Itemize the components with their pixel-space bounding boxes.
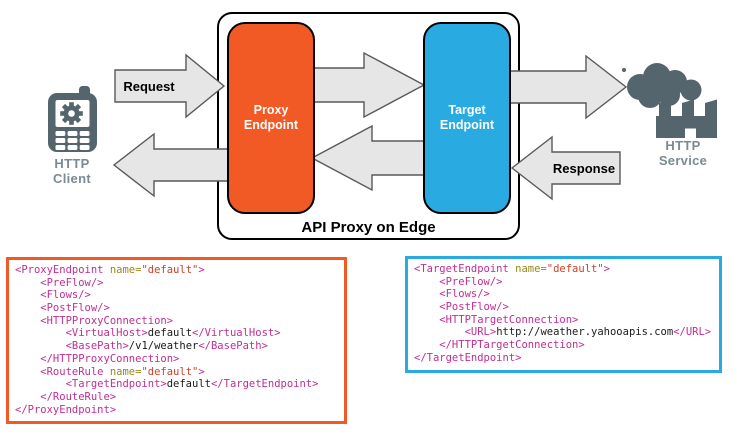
proxy-endpoint-code-block: <ProxyEndpoint name="default"> <PreFlow/… <box>6 257 347 424</box>
smoke-cloud-icon <box>622 63 702 108</box>
code-line: <TargetEndpoint name="default"> <box>414 263 610 275</box>
code-line: <BasePath>/v1/weather</BasePath> <box>15 340 268 353</box>
code-line: </ProxyEndpoint> <box>15 403 117 416</box>
code-line: <TargetEndpoint>default</TargetEndpoint> <box>15 378 319 391</box>
factory-icon <box>656 99 717 138</box>
target-to-proxy-arrow <box>310 124 429 192</box>
proxy-to-target-arrow <box>310 51 426 119</box>
http-client-icon <box>48 86 97 152</box>
code-line: <ProxyEndpoint name="default"> <box>15 264 205 276</box>
request-arrow <box>114 53 226 119</box>
factory-door <box>685 128 696 138</box>
phone-keypad <box>55 131 90 150</box>
code-line: </RouteRule> <box>15 390 117 403</box>
code-line: <PostFlow/> <box>414 301 509 314</box>
gear-icon <box>60 102 83 125</box>
code-line: <PreFlow/> <box>15 276 104 289</box>
arrows-and-icons-layer <box>48 51 717 201</box>
code-line: </HTTPTargetConnection> <box>414 339 585 352</box>
target-endpoint-label: Target Endpoint <box>439 103 495 132</box>
proxy-endpoint-box: Proxy Endpoint <box>227 22 315 214</box>
code-line: <HTTPTargetConnection> <box>414 313 579 326</box>
code-line: <VirtualHost>default</VirtualHost> <box>15 327 281 340</box>
request-label: Request <box>123 79 175 94</box>
proxy-endpoint-label: Proxy Endpoint <box>243 103 299 132</box>
code-line: <HTTPProxyConnection> <box>15 314 174 327</box>
target-endpoint-code-block: <TargetEndpoint name="default"> <PreFlow… <box>405 256 722 373</box>
code-line: <PreFlow/> <box>414 275 503 288</box>
code-line: <Flows/> <box>414 288 490 301</box>
http-service-label: HTTP Service <box>658 138 708 168</box>
code-line: <Flows/> <box>15 289 91 302</box>
http-client-label: HTTP Client <box>53 156 91 186</box>
code-line: </TargetEndpoint> <box>414 351 522 364</box>
code-line: <URL>http://weather.yahooapis.com</URL> <box>414 326 712 339</box>
response-label: Response <box>552 161 616 176</box>
code-line: <PostFlow/> <box>15 302 110 315</box>
code-line: </HTTPProxyConnection> <box>15 352 180 365</box>
code-line: <RouteRule name="default"> <box>15 365 205 378</box>
api-proxy-container-label: API Proxy on Edge <box>301 219 436 236</box>
target-endpoint-box: Target Endpoint <box>423 22 511 214</box>
response-arrow <box>510 135 621 201</box>
flow-diagram: Proxy Endpoint Target Endpoint Request R… <box>48 12 717 240</box>
http-service-icon <box>622 63 717 138</box>
